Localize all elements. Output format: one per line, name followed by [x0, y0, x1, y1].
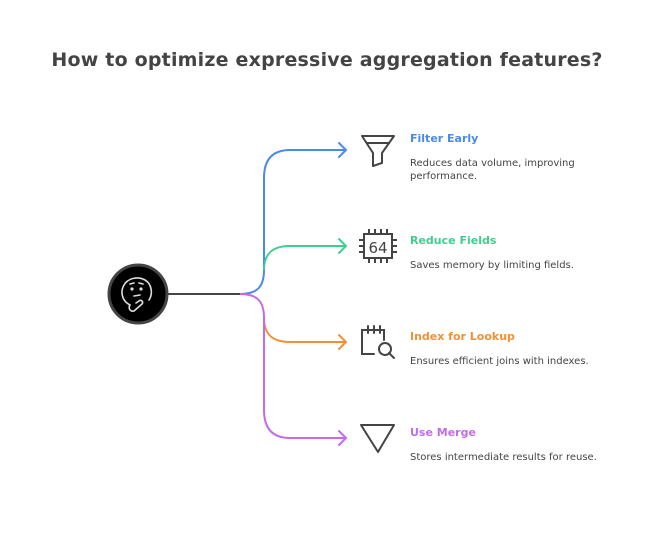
- arrow-filter-early: [338, 142, 348, 158]
- triangle-down-icon: [360, 424, 395, 453]
- item-desc-line: performance.: [410, 171, 478, 182]
- item-title-reduce-fields: Reduce Fields: [410, 234, 497, 247]
- branch-reduce-fields: [263, 245, 346, 271]
- branch-filter-early: [239, 149, 346, 295]
- item-desc-index-lookup: Ensures efficient joins with indexes.: [410, 356, 589, 367]
- arrow-reduce-fields: [338, 238, 348, 254]
- item-desc-filter-early: Reduces data volume, improving performan…: [410, 157, 610, 183]
- item-title-use-merge: Use Merge: [410, 426, 476, 439]
- funnel-icon: [361, 135, 395, 167]
- arrow-use-merge: [338, 430, 348, 446]
- item-title-filter-early: Filter Early: [410, 132, 479, 145]
- item-desc-line: Reduces data volume, improving: [410, 158, 575, 169]
- diagram-title: How to optimize expressive aggregation f…: [51, 49, 603, 71]
- center-node: [107, 263, 169, 325]
- branch-index-lookup: [263, 317, 346, 343]
- chip-64-icon: 64: [359, 229, 397, 263]
- item-desc-reduce-fields: Saves memory by limiting fields.: [410, 260, 574, 271]
- item-desc-use-merge: Stores intermediate results for reuse.: [410, 452, 597, 463]
- item-title-index-lookup: Index for Lookup: [410, 330, 515, 343]
- thinking-face-icon: [121, 277, 153, 312]
- arrow-index-lookup: [338, 334, 348, 350]
- calendar-search-icon: [361, 325, 395, 359]
- svg-text:64: 64: [368, 239, 387, 257]
- branch-use-merge: [239, 293, 346, 439]
